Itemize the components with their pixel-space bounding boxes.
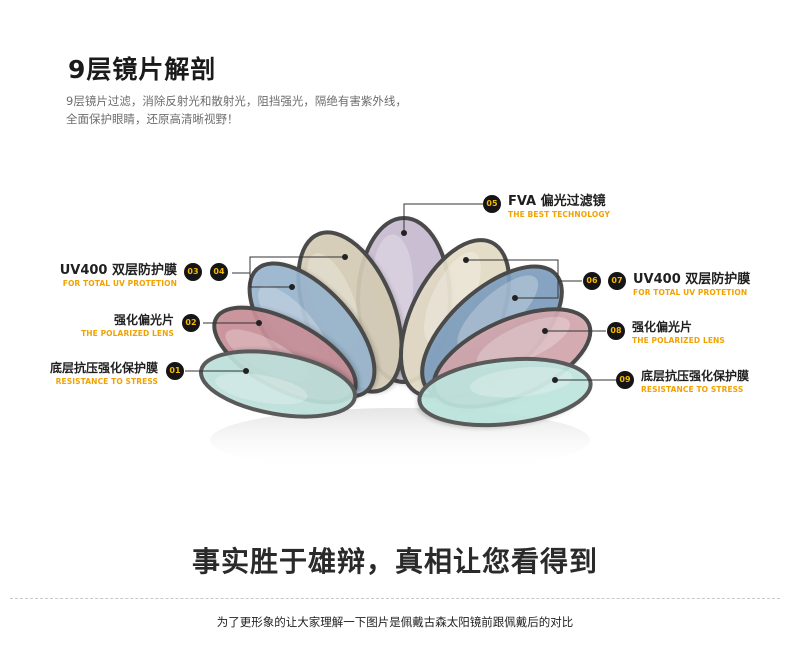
badge-05: 05 — [483, 195, 501, 213]
label-08-en: THE POLARIZED LENS — [632, 336, 725, 345]
label-0304-cn: UV400 双层防护膜 — [59, 263, 177, 278]
label-layer-08: 强化偏光片 THE POLARIZED LENS — [632, 318, 725, 345]
leader-dot-04 — [289, 284, 295, 290]
leader-line-05 — [403, 203, 484, 232]
label-08-cn: 强化偏光片 — [632, 320, 693, 334]
label-0607-en: FOR TOTAL UV PROTETION — [633, 288, 748, 297]
leader-dot-02 — [256, 320, 262, 326]
label-layer-05: FVA 偏光过滤镜 THE BEST TECHNOLOGY — [508, 190, 610, 219]
label-layer-09: 底层抗压强化保护膜 RESISTANCE TO STRESS — [641, 367, 751, 394]
lens-fan-diagram — [185, 203, 616, 472]
leader-line-06 — [466, 259, 582, 282]
label-01-en: RESISTANCE TO STRESS — [55, 377, 158, 386]
label-layer-0607: UV400 双层防护膜 FOR TOTAL UV PROTETION — [633, 268, 751, 297]
dashed-divider — [10, 598, 780, 599]
badge-09: 09 — [616, 371, 634, 389]
badge-01: 01 — [166, 362, 184, 380]
badge-06: 06 — [583, 272, 601, 290]
label-02-cn: 强化偏光片 — [113, 313, 174, 327]
leader-dot-06 — [463, 257, 469, 263]
label-0304-en: FOR TOTAL UV PROTETION — [62, 279, 177, 288]
label-09-en: RESISTANCE TO STRESS — [641, 385, 744, 394]
leader-dot-05 — [401, 230, 407, 236]
leader-dot-09 — [552, 377, 558, 383]
badge-04: 04 — [210, 263, 228, 281]
label-02-en: THE POLARIZED LENS — [81, 329, 174, 338]
label-0607-cn: UV400 双层防护膜 — [633, 272, 751, 287]
leader-lines — [185, 203, 616, 381]
leader-dot-07 — [512, 295, 518, 301]
page-title: 9层镜片解剖 — [68, 55, 217, 84]
description-line-1: 9层镜片过滤，消除反射光和散射光，阻挡强光，隔绝有害紫外线， — [66, 94, 407, 108]
label-05-en: THE BEST TECHNOLOGY — [508, 210, 610, 219]
comparison-caption: 为了更形象的让大家理解一下图片是佩戴古森太阳镜前跟佩戴后的对比 — [216, 615, 574, 629]
label-layer-0304: UV400 双层防护膜 FOR TOTAL UV PROTETION — [30, 259, 177, 288]
leader-line-04 — [249, 273, 292, 288]
badge-08: 08 — [607, 322, 625, 340]
label-05-cn: FVA 偏光过滤镜 — [508, 194, 606, 209]
leader-dot-03 — [342, 254, 348, 260]
badge-07: 07 — [608, 272, 626, 290]
leader-dots — [243, 230, 558, 383]
leader-line-03 — [232, 256, 345, 274]
leader-dot-01 — [243, 368, 249, 374]
lens-01 — [199, 349, 359, 419]
label-layer-02: 强化偏光片 THE POLARIZED LENS — [40, 311, 174, 338]
label-09-cn: 底层抗压强化保护膜 — [641, 369, 750, 383]
slogan-heading: 事实胜于雄辩，真相让您看得到 — [191, 545, 598, 578]
badge-03: 03 — [184, 263, 202, 281]
label-01-cn: 底层抗压强化保护膜 — [49, 361, 158, 375]
badge-02: 02 — [182, 314, 200, 332]
leader-dot-08 — [542, 328, 548, 334]
leader-line-07 — [515, 281, 559, 299]
lens-stack — [199, 216, 593, 429]
label-layer-01: 底层抗压强化保护膜 RESISTANCE TO STRESS — [20, 359, 158, 386]
lens-09 — [416, 356, 593, 429]
description-line-2: 全面保护眼睛，还原高清晰视野！ — [66, 112, 239, 126]
